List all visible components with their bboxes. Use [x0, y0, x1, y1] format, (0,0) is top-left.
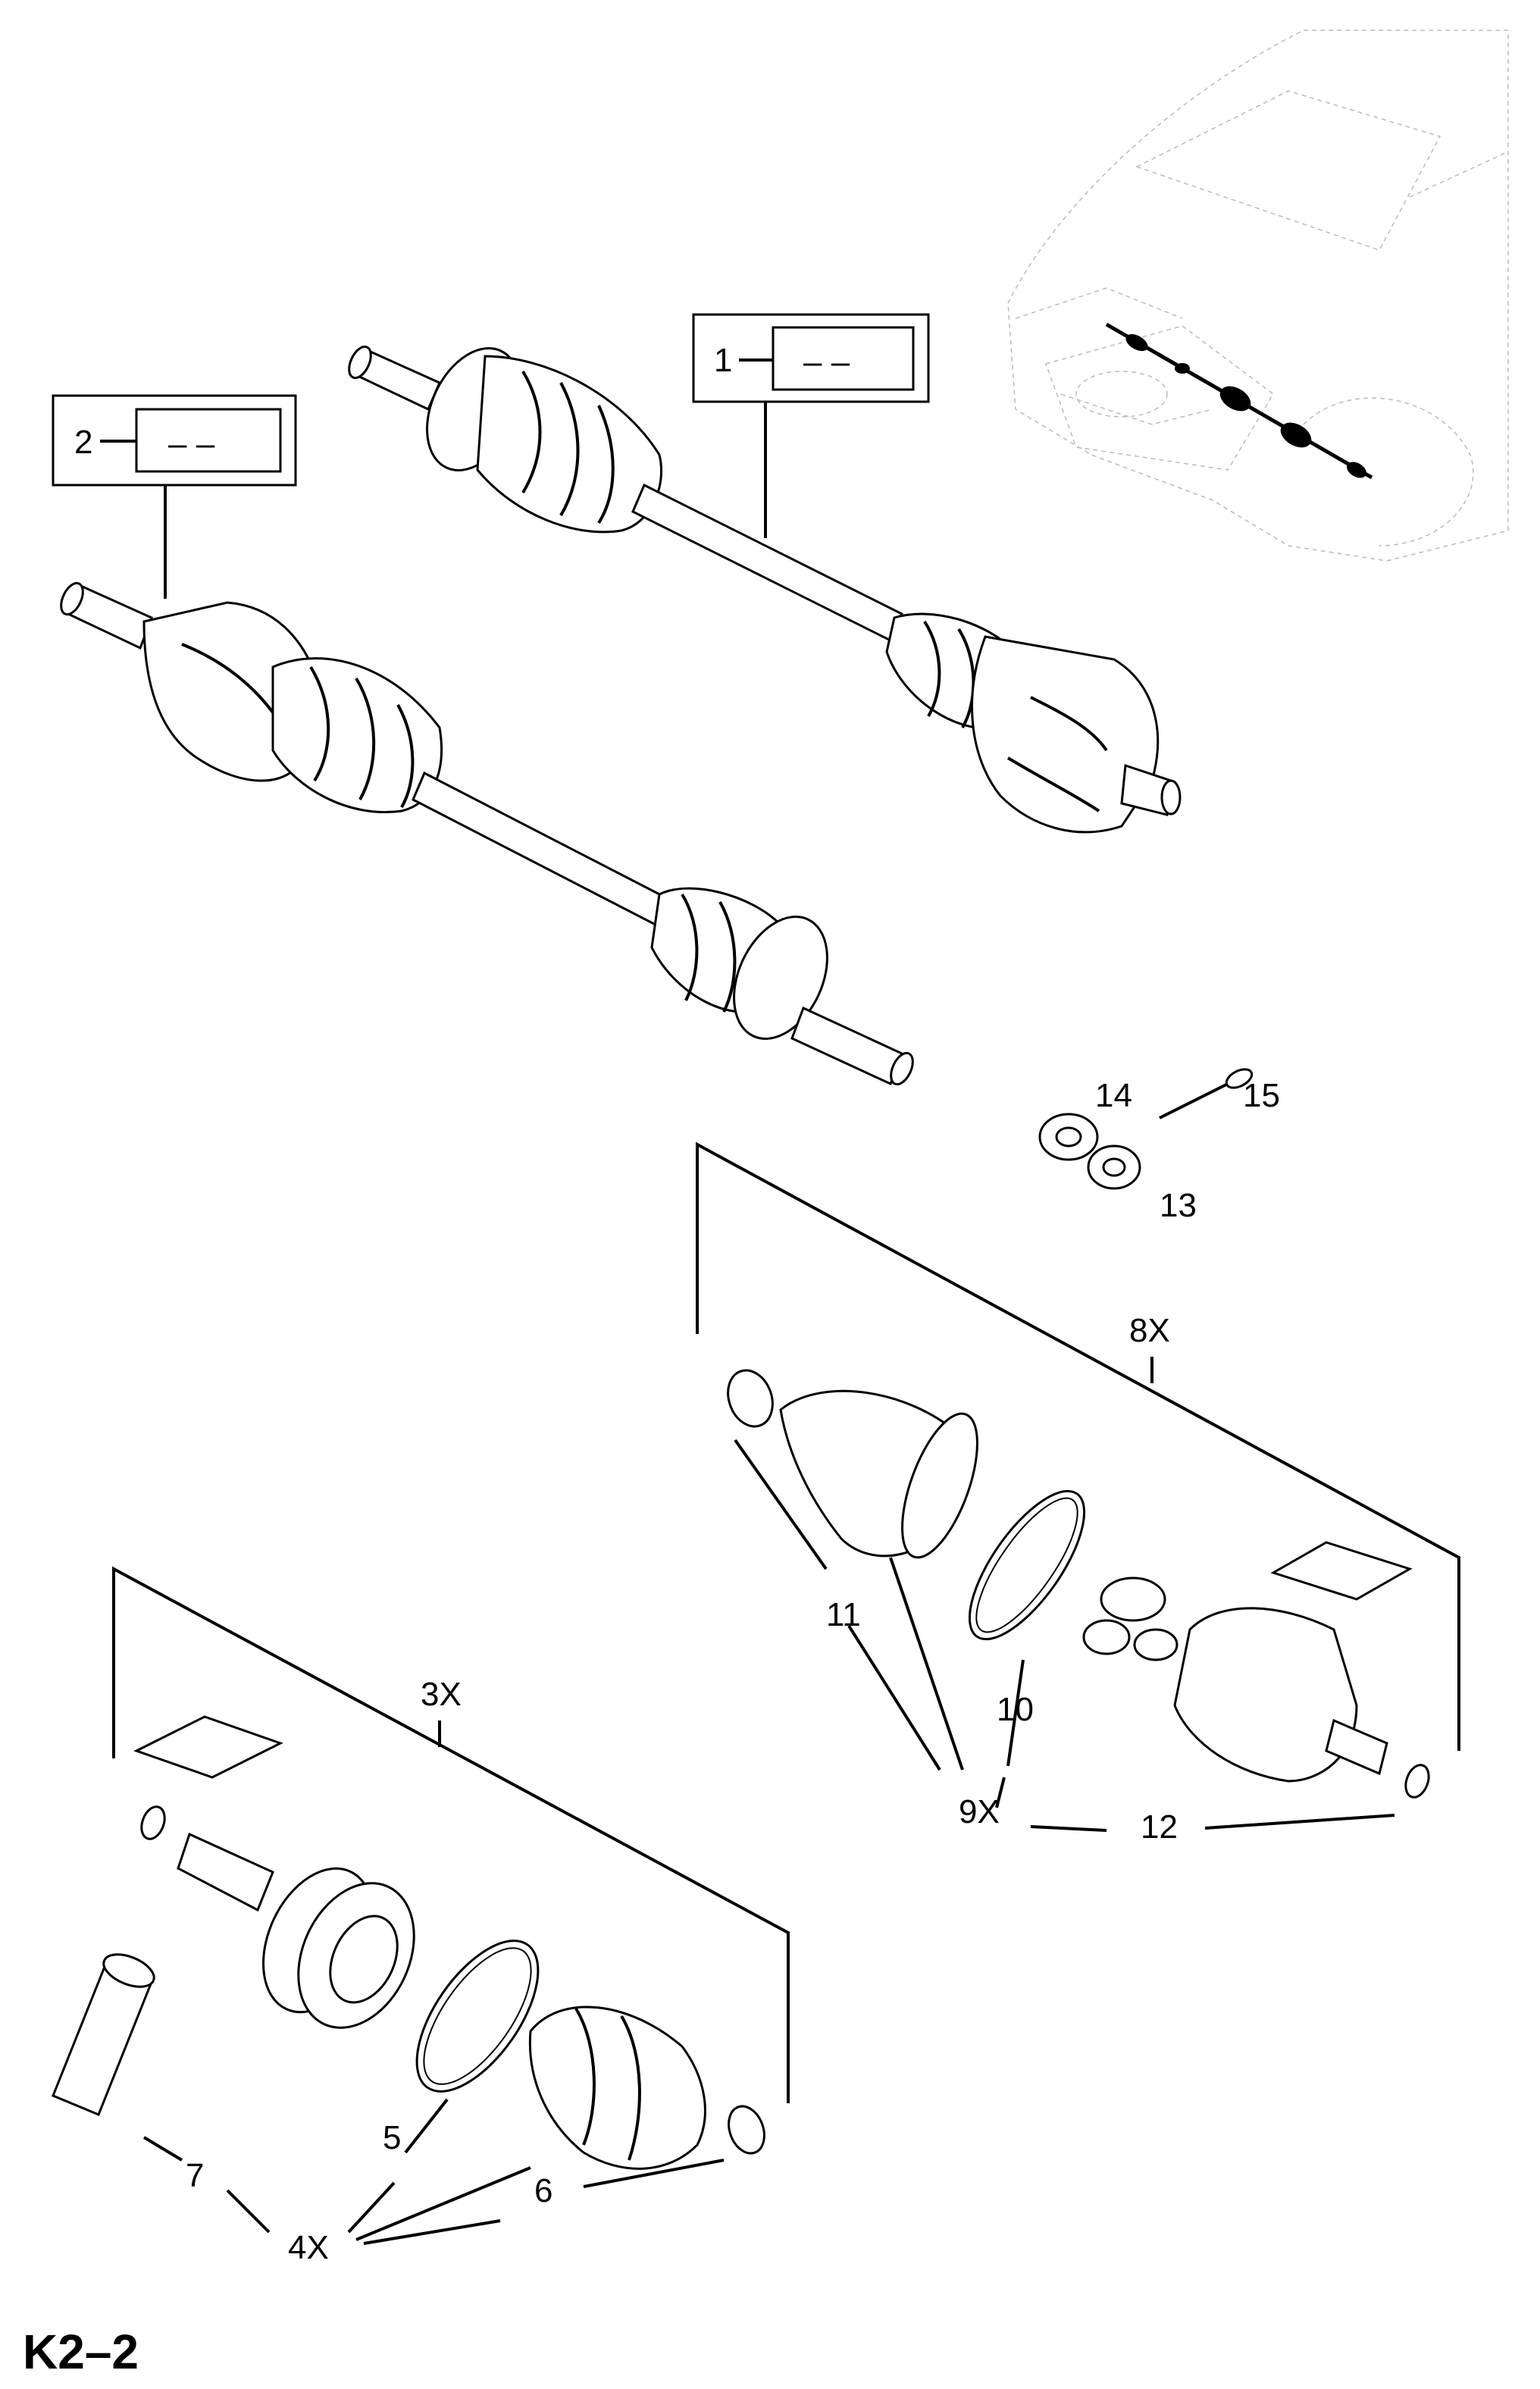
- nut-washer-pin-group: 14 15 13: [1038, 1068, 1280, 1224]
- grease-tube-7: [52, 1953, 155, 2116]
- grease-pack-8: [1270, 1541, 1413, 1601]
- part-box-2: 2 – –: [52, 394, 297, 599]
- page-code: K2–2: [23, 2325, 139, 2379]
- callout-12: 12: [1141, 1808, 1178, 1846]
- callout-10: 10: [997, 1691, 1034, 1728]
- callout-3x: 3X: [421, 1676, 462, 1713]
- box-1-number: 1: [714, 342, 732, 379]
- callout-13: 13: [1160, 1187, 1197, 1224]
- callout-15: 15: [1243, 1077, 1280, 1114]
- vehicle-illustration: [1007, 30, 1509, 562]
- grease-pack-3: [133, 1715, 283, 1779]
- callout-4x: 4X: [288, 2229, 329, 2266]
- drive-shaft-1: [348, 345, 1182, 834]
- tripod-joint: [1082, 1576, 1178, 1661]
- outer-cv-joint: [177, 1832, 415, 2029]
- callout-11: 11: [826, 1596, 861, 1633]
- kit-8x: 8X 11 10 9X 12: [696, 1141, 1460, 1846]
- callout-5: 5: [383, 2119, 401, 2156]
- callout-6: 6: [534, 2172, 552, 2209]
- part-box-1: 1 – –: [692, 313, 930, 538]
- box-2-code: – –: [168, 425, 215, 462]
- callout-9x: 9X: [959, 1793, 1000, 1830]
- kit-3x: 3X 7 5: [52, 1566, 790, 2266]
- housing-12: [1173, 1607, 1358, 1783]
- callout-8x: 8X: [1129, 1312, 1170, 1349]
- callout-14: 14: [1095, 1077, 1132, 1114]
- cotter-pin-15: [1159, 1082, 1229, 1119]
- box-2-number: 2: [74, 424, 92, 461]
- o-ring-12: [1404, 1764, 1430, 1799]
- callout-7: 7: [186, 2157, 204, 2194]
- o-ring-3: [140, 1805, 166, 1840]
- box-1-code: – –: [803, 343, 850, 380]
- boot-4: [528, 2005, 706, 2170]
- drive-shaft-2: [60, 581, 914, 1086]
- small-clamp-6: [728, 2105, 765, 2155]
- small-clamp-11: [727, 1369, 774, 1428]
